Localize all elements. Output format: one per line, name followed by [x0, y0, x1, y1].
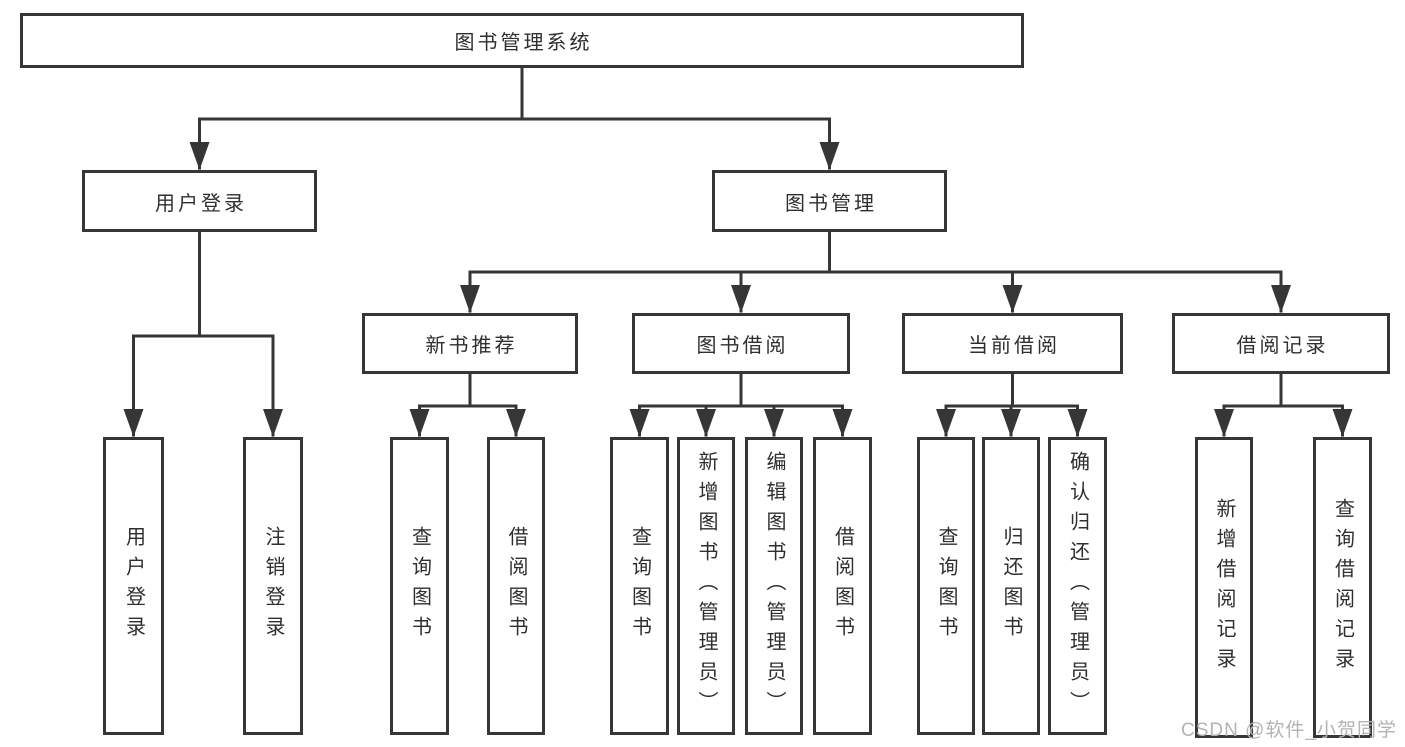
- leaf-query-books-recommend: 查询图书: [390, 437, 449, 735]
- node-label: 图书管理系统: [454, 32, 593, 54]
- leaf-add-book-admin: 新增图书（管理员）: [677, 437, 735, 735]
- leaf-borrow-books-recommend: 借阅图书: [487, 437, 545, 735]
- leaf-label: 借阅图书: [831, 526, 854, 646]
- csdn-watermark: CSDN @软件_小贺同学: [1181, 720, 1397, 741]
- leaf-label: 新增图书（管理员）: [695, 451, 717, 721]
- arrowhead-icons: [123, 142, 1353, 437]
- leaf-edit-book-admin: 编辑图书（管理员）: [745, 437, 803, 735]
- leaf-label: 借阅图书: [505, 526, 527, 646]
- leaf-query-books-borrow: 查询图书: [610, 437, 669, 735]
- leaf-label: 新增借阅记录: [1213, 497, 1235, 678]
- leaf-label: 查询借阅记录: [1331, 497, 1354, 678]
- leaf-label: 确认归还（管理员）: [1066, 451, 1089, 721]
- leaf-label: 用户登录: [122, 526, 145, 646]
- node-book-borrowing: 图书借阅: [632, 313, 850, 374]
- leaf-label: 编辑图书（管理员）: [763, 451, 785, 721]
- leaf-query-books-current: 查询图书: [917, 437, 975, 735]
- node-label: 图书借阅: [696, 335, 789, 357]
- node-current-borrowing: 当前借阅: [902, 313, 1123, 374]
- leaf-query-borrow-record: 查询借阅记录: [1313, 437, 1372, 738]
- leaf-label: 查询图书: [935, 526, 957, 646]
- leaf-label: 查询图书: [628, 526, 651, 646]
- node-borrowing-records: 借阅记录: [1172, 313, 1390, 374]
- leaf-label: 查询图书: [408, 526, 431, 646]
- leaf-logout: 注销登录: [243, 437, 303, 735]
- node-label: 用户登录: [155, 192, 247, 215]
- leaf-label: 注销登录: [262, 526, 284, 646]
- node-user-login: 用户登录: [82, 170, 317, 232]
- node-label: 当前借阅: [968, 335, 1060, 357]
- node-label: 新书推荐: [425, 335, 518, 357]
- node-library-management-system: 图书管理系统: [20, 13, 1024, 68]
- leaf-borrow-books: 借阅图书: [813, 437, 872, 735]
- node-book-management: 图书管理: [712, 170, 947, 232]
- leaf-label: 归还图书: [1000, 526, 1022, 646]
- leaf-return-book: 归还图书: [982, 437, 1040, 735]
- node-new-book-recommendation: 新书推荐: [362, 313, 578, 374]
- node-label: 图书管理: [785, 192, 877, 215]
- leaf-user-login: 用户登录: [103, 437, 164, 735]
- leaf-add-borrow-record: 新增借阅记录: [1195, 437, 1253, 738]
- node-label: 借阅记录: [1236, 335, 1329, 357]
- leaf-confirm-return-admin: 确认归还（管理员）: [1048, 437, 1107, 735]
